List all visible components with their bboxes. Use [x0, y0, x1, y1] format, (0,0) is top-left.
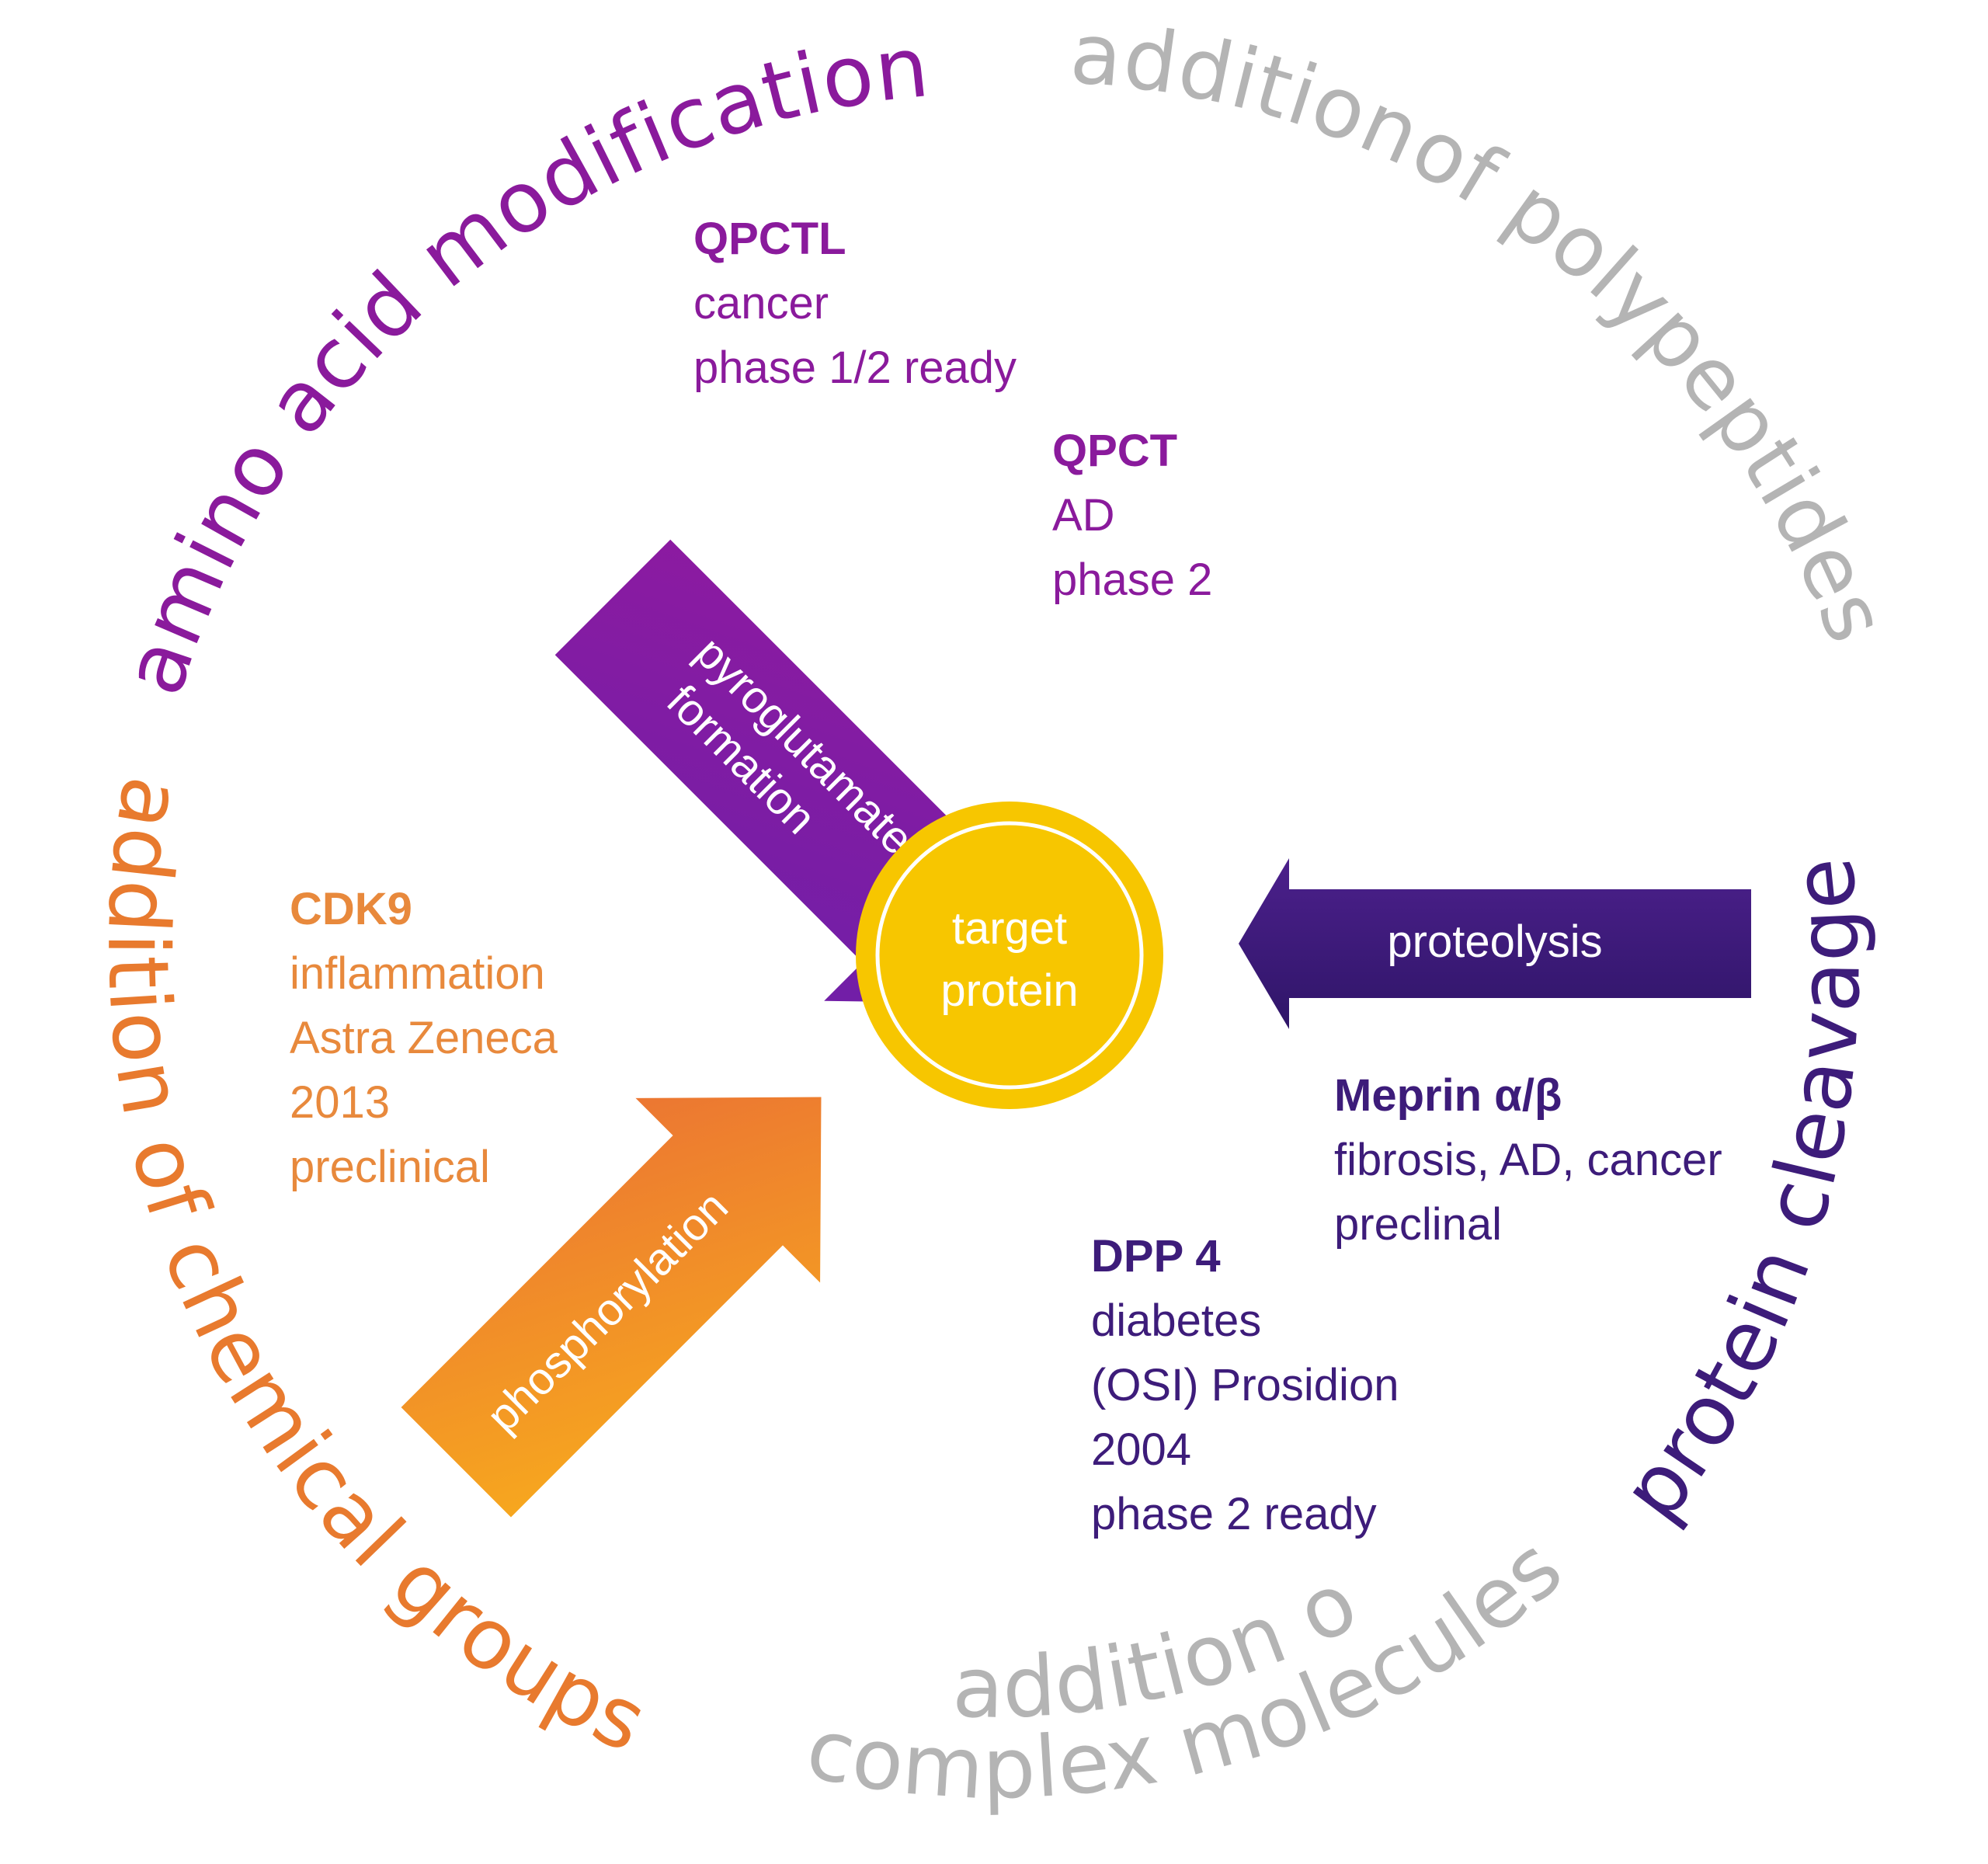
dpp4-line-3: 2004 [1091, 1424, 1191, 1475]
arc-label-addition-polypeptides-2: of polypeptides [1396, 99, 1906, 656]
meprin-line-2: preclinal [1334, 1199, 1502, 1250]
proteolysis-arrow-shape [1239, 858, 1751, 1029]
cdk9-line-2: Astra Zeneca [290, 1013, 558, 1063]
proteolysis-label: proteolysis [1387, 916, 1602, 967]
proteolysis-arrow: proteolysis [1239, 858, 1751, 1029]
target-protein-line2: protein [940, 965, 1078, 1016]
target-protein-line1: target [952, 903, 1067, 954]
cdk9-block: CDK9 inflammation Astra Zeneca 2013 prec… [290, 884, 558, 1192]
dpp4-line-1: diabetes [1091, 1295, 1261, 1346]
arc-label-addition-complex-1: addition of [0, 0, 1372, 1737]
dpp4-block: DPP 4 diabetes (OSI) Prosidion 2004 phas… [1091, 1231, 1399, 1539]
phosphorylation-arrow: phosphorylation [401, 1097, 822, 1518]
cdk9-line-4: preclinical [290, 1142, 490, 1192]
dpp4-line-4: phase 2 ready [1091, 1489, 1377, 1539]
dpp4-line-2: (OSI) Prosidion [1091, 1360, 1399, 1410]
qpctl-line-2: phase 1/2 ready [693, 343, 1017, 393]
cdk9-line-3: 2013 [290, 1077, 390, 1128]
target-protein-outer-circle [856, 802, 1163, 1109]
target-protein-node: target protein [856, 802, 1163, 1109]
qpctl-title: QPCTL [693, 214, 846, 264]
qpctl-line-1: cancer [693, 278, 829, 329]
qpctl-block: QPCTL cancer phase 1/2 ready [693, 214, 1017, 393]
meprin-title: Meprin α/β [1334, 1070, 1562, 1121]
target-protein-inner-ring [875, 821, 1144, 1090]
meprin-line-1: fibrosis, AD, cancer [1334, 1135, 1722, 1185]
qpct-line-1: AD [1052, 490, 1115, 541]
qpct-line-2: phase 2 [1052, 555, 1212, 605]
cdk9-title: CDK9 [290, 884, 412, 934]
phosphorylation-arrow-shape [401, 1097, 822, 1518]
meprin-block: Meprin α/β fibrosis, AD, cancer preclina… [1334, 1070, 1722, 1250]
qpct-title: QPCT [1052, 426, 1177, 476]
arc-label-addition-polypeptides-1: addition [1067, 5, 1435, 185]
dpp4-title: DPP 4 [1091, 1231, 1221, 1282]
qpct-block: QPCT AD phase 2 [1052, 426, 1212, 605]
cdk9-line-1: inflammation [290, 948, 545, 999]
